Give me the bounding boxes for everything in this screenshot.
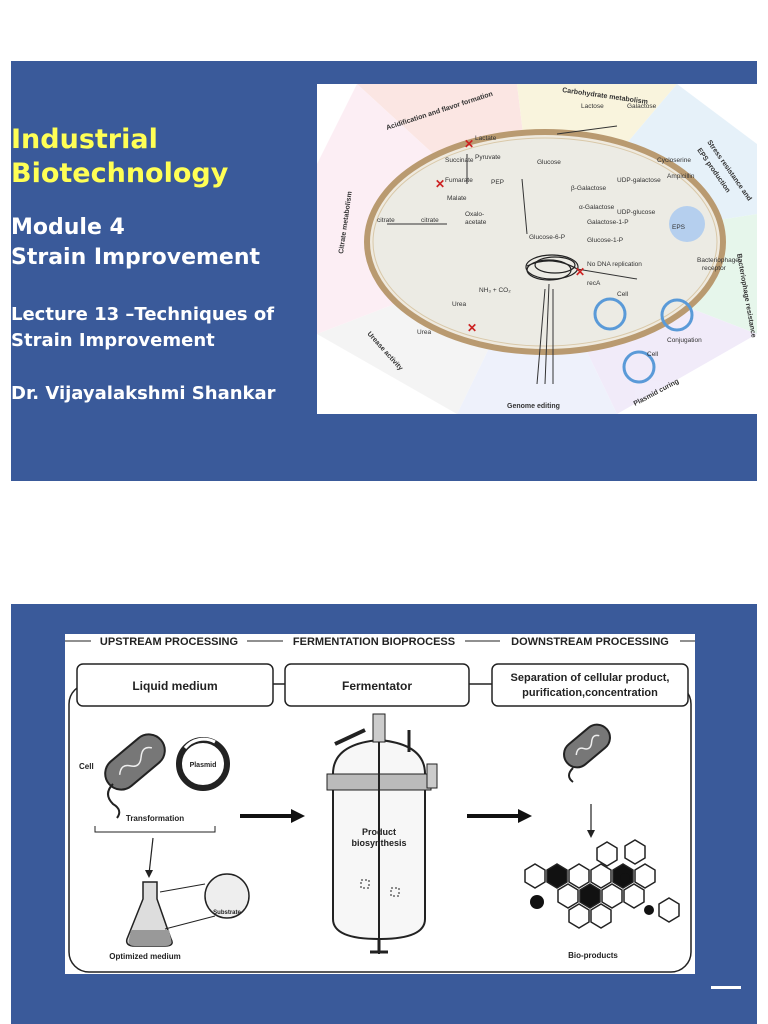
- svg-text:acetate: acetate: [465, 219, 487, 226]
- svg-text:Genome editing: Genome editing: [507, 403, 560, 410]
- svg-text:Cell: Cell: [647, 351, 659, 358]
- strain-improvement-diagram: ✕ ✕ ✕ ✕ Lactose Galactose Lactate Pyruva…: [317, 84, 757, 414]
- lecture-title: Lecture 13 –Techniques of Strain Improve…: [11, 304, 275, 351]
- label-transformation: Transformation: [126, 814, 184, 823]
- svg-text:Ampicillin: Ampicillin: [667, 173, 695, 180]
- svg-text:Glucose-1-P: Glucose-1-P: [587, 237, 623, 244]
- svg-text:Cycloserine: Cycloserine: [657, 157, 691, 164]
- svg-text:β-Galactose: β-Galactose: [571, 185, 607, 192]
- svg-text:citrate: citrate: [377, 217, 395, 224]
- svg-text:receptor: receptor: [702, 265, 727, 272]
- slide-2: UPSTREAM PROCESSING FERMENTATION BIOPROC…: [11, 604, 757, 1024]
- author-name: Dr. Vijayalakshmi Shankar: [11, 383, 276, 404]
- svg-text:Lactose: Lactose: [581, 103, 604, 110]
- label-bioproducts: Bio-products: [568, 951, 618, 960]
- svg-text:Urea: Urea: [417, 329, 431, 336]
- box-fermentator: Fermentator: [342, 679, 412, 693]
- svg-text:Succinate: Succinate: [445, 157, 474, 164]
- label-optimized-medium: Optimized medium: [109, 952, 181, 961]
- header-upstream: UPSTREAM PROCESSING: [100, 636, 238, 648]
- label-plasmid: Plasmid: [190, 762, 217, 769]
- svg-text:Galactose-1-P: Galactose-1-P: [587, 219, 629, 226]
- svg-text:✕: ✕: [467, 321, 477, 335]
- header-downstream: DOWNSTREAM PROCESSING: [511, 636, 669, 648]
- svg-text:Malate: Malate: [447, 195, 467, 202]
- module-subtitle: Strain Improvement: [11, 245, 261, 270]
- svg-text:Glucose-6-P: Glucose-6-P: [529, 234, 565, 241]
- svg-text:Cell: Cell: [617, 291, 629, 298]
- svg-text:Pyruvate: Pyruvate: [475, 154, 501, 161]
- svg-text:Separation of cellular product: Separation of cellular product,: [511, 672, 670, 684]
- svg-text:EPS: EPS: [672, 224, 686, 231]
- slide-marker: [711, 986, 741, 989]
- box-liquid-medium: Liquid medium: [132, 679, 217, 693]
- svg-text:UDP-galactose: UDP-galactose: [617, 177, 661, 184]
- svg-text:Glucose: Glucose: [537, 159, 561, 166]
- svg-text:Conjugation: Conjugation: [667, 337, 702, 344]
- svg-text:biosynthesis: biosynthesis: [351, 838, 406, 848]
- svg-text:✕: ✕: [575, 265, 585, 279]
- svg-text:Lactate: Lactate: [475, 135, 497, 142]
- course-title: Industrial Biotechnology: [11, 124, 229, 189]
- svg-text:✕: ✕: [464, 137, 474, 151]
- svg-text:Galactose: Galactose: [627, 103, 657, 110]
- module-heading: Module 4 Strain Improvement: [11, 213, 319, 273]
- svg-text:NH₃ + CO₂: NH₃ + CO₂: [479, 287, 511, 294]
- bioprocess-diagram: UPSTREAM PROCESSING FERMENTATION BIOPROC…: [65, 634, 695, 974]
- label-substrate: Substrate: [213, 910, 241, 916]
- svg-text:PEP: PEP: [491, 179, 504, 186]
- svg-text:Urea: Urea: [452, 301, 466, 308]
- svg-text:recA: recA: [587, 280, 601, 287]
- svg-text:citrate: citrate: [421, 217, 439, 224]
- slide-1: Industrial Biotechnology Module 4 Strain…: [11, 61, 757, 481]
- svg-text:purification,concentration: purification,concentration: [522, 687, 658, 699]
- svg-text:No DNA replication: No DNA replication: [587, 261, 642, 268]
- svg-text:UDP-glucose: UDP-glucose: [617, 209, 656, 216]
- svg-text:✕: ✕: [435, 177, 445, 191]
- label-cell: Cell: [79, 762, 94, 771]
- module-number: Module 4: [11, 215, 125, 240]
- header-fermentation: FERMENTATION BIOPROCESS: [293, 636, 455, 648]
- svg-text:Fumarate: Fumarate: [445, 177, 473, 184]
- svg-text:α-Galactose: α-Galactose: [579, 204, 615, 211]
- svg-text:Product: Product: [362, 827, 396, 837]
- svg-text:Bacteriophage: Bacteriophage: [697, 257, 739, 264]
- svg-text:Oxalo-: Oxalo-: [465, 211, 484, 218]
